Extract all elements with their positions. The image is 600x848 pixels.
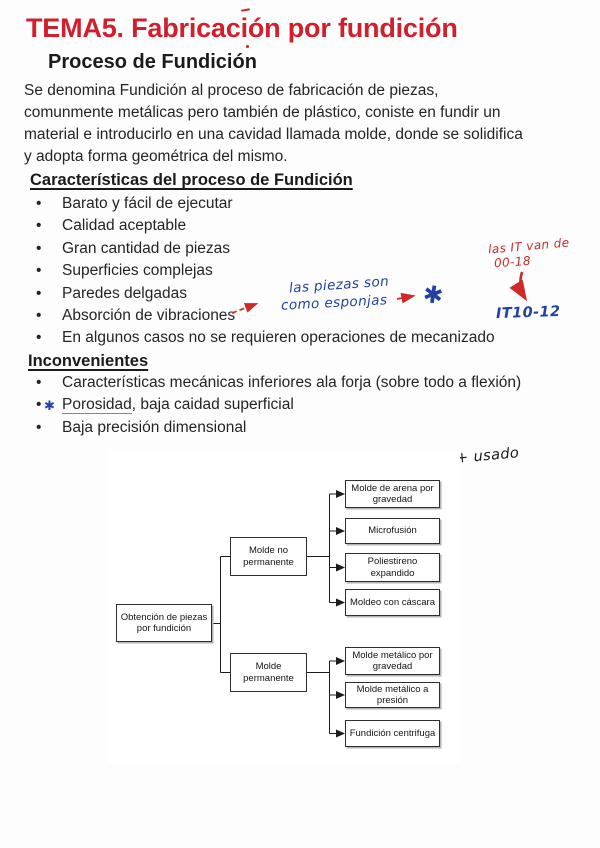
intro-line: Se denomina Fundición al proceso de fabr…: [24, 82, 439, 99]
list-inconvenientes: Características mecánicas inferiores ala…: [0, 372, 600, 440]
list-item: Características mecánicas inferiores ala…: [0, 372, 600, 395]
diagram-connectors: [212, 490, 345, 738]
asterisk-icon: ✱: [421, 280, 445, 311]
pen-mark-dash: [240, 8, 251, 12]
list-item: Paredes delgadas: [0, 283, 600, 306]
casting-flowchart: Obtención de piezas por fundición Molde …: [108, 450, 460, 763]
list-item: Baja precisión dimensional: [0, 417, 600, 440]
heading-inconvenientes: Inconvenientes: [28, 352, 149, 370]
diagram-root-box: Obtención de piezas por fundición: [116, 604, 212, 642]
list-item: En algunos casos no se requieren operaci…: [0, 327, 600, 350]
diagram-leaf-box: Poliestireno expandido: [345, 553, 440, 582]
item-text: Superficies complejas: [62, 262, 213, 280]
page-title: TEMA5. Fabricación por fundición: [26, 13, 458, 43]
intro-line: y adopta forma geométrica del mismo.: [24, 148, 288, 165]
item-text: En algunos casos no se requieren operaci…: [62, 329, 495, 347]
item-text: Paredes delgadas: [62, 284, 187, 302]
list-item: Absorción de vibraciones: [0, 305, 600, 328]
list-item: Barato y fácil de ejecutar: [0, 193, 600, 216]
item-text: Barato y fácil de ejecutar: [62, 195, 233, 212]
handwritten-red-note-line2: 00-18: [493, 253, 532, 271]
list-item: Calidad aceptable: [0, 215, 600, 238]
diagram-leaf-box: Fundición centrifuga: [345, 720, 440, 747]
diagram-leaf-box: Moldeo con cáscara: [345, 589, 440, 616]
section-subtitle: Proceso de Fundición: [48, 51, 257, 73]
list-item: ✱ Porosidad, baja caidad superficial: [0, 394, 600, 417]
handwritten-plus-usado: + usado: [455, 445, 520, 467]
diagram-leaf-box: Molde de arena por gravedad: [345, 480, 440, 508]
list-caracteristicas: Barato y fácil de ejecutar Calidad acept…: [0, 193, 600, 350]
heading-caracteristicas: Características del proceso de Fundición: [30, 171, 353, 189]
intro-paragraph: Se denomina Fundición al proceso de fabr…: [24, 80, 523, 168]
diagram-leaf-box: Molde metálico por gravedad: [345, 647, 440, 675]
item-text: Calidad aceptable: [62, 217, 187, 235]
diagram-leaf-box: Molde metálico a presión: [345, 682, 440, 708]
list-item: Gran cantidad de piezas: [0, 238, 600, 261]
item-text: Características mecánicas inferiores ala…: [62, 374, 522, 391]
diagram-branch-box-permanent: Molde permanente: [230, 653, 307, 692]
item-text: Absorción de vibraciones: [62, 306, 236, 324]
item-text: Baja precisión dimensional: [62, 418, 247, 436]
diagram-leaf-box: Microfusión: [345, 518, 440, 544]
diagram-branch-box-non-permanent: Molde no permanente: [230, 537, 307, 576]
intro-line: material e introducirlo en una cavidad l…: [24, 126, 523, 143]
underlined-term: Porosidad: [62, 396, 132, 415]
item-text: , baja caidad superficial: [131, 396, 294, 414]
intro-line: comunmente metálicas pero también de plá…: [24, 104, 501, 121]
handwritten-it-grade: IT10-12: [495, 303, 561, 323]
item-text: Gran cantidad de piezas: [62, 239, 231, 257]
pen-mark-dot: [246, 45, 249, 48]
asterisk-icon: ✱: [44, 398, 55, 414]
list-item: Superficies complejas: [0, 260, 600, 283]
